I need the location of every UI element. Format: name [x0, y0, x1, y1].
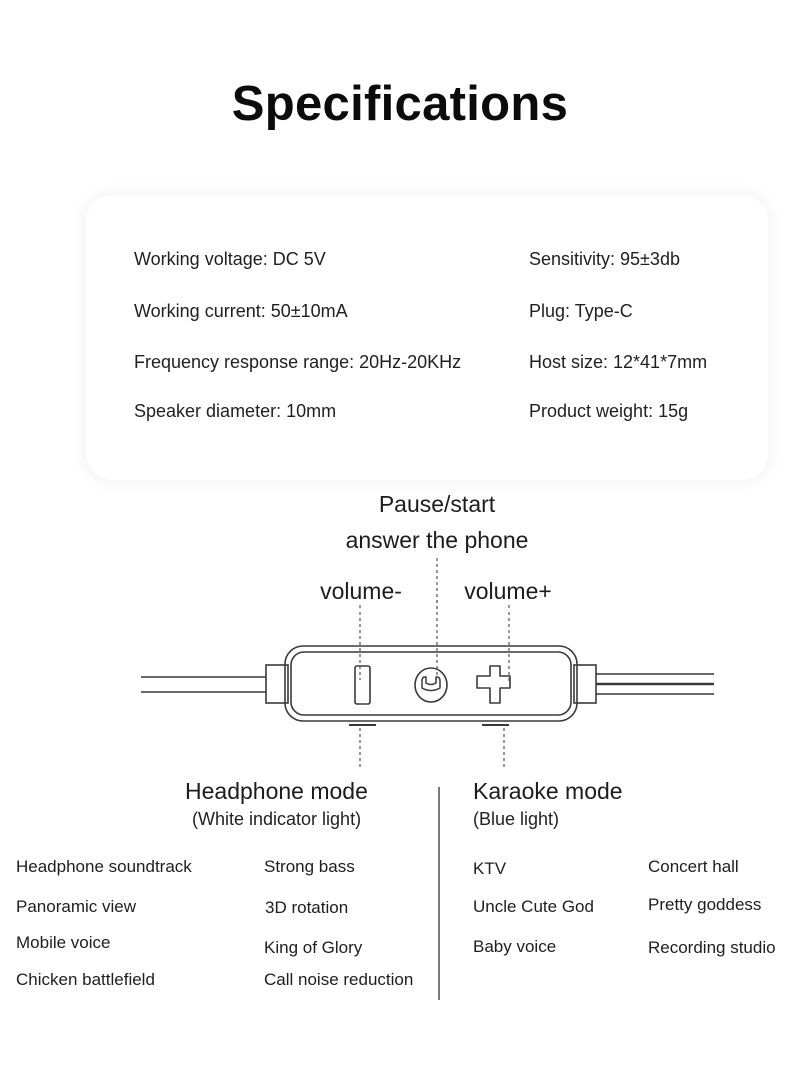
phone-handset-icon [414, 667, 448, 703]
karaoke-effect-item: KTV [473, 859, 507, 878]
upper-leader-lines [359, 558, 510, 610]
spec-host-size: Host size: 12*41*7mm [529, 352, 708, 372]
headphone-effect-item: King of Glory [264, 938, 363, 957]
pause-start-label: Pause/start [378, 491, 496, 517]
left-strain-relief [265, 664, 289, 704]
headphone-effect-item: Mobile voice [16, 933, 111, 952]
volume-down-bar-icon [354, 665, 371, 705]
volume-down-label: volume- [320, 578, 402, 604]
volume-up-label: volume+ [464, 578, 552, 604]
karaoke-effect-item: Uncle Cute God [473, 897, 594, 916]
remote-body-outer [284, 645, 578, 722]
karaoke-mode-subtitle: (Blue light) [473, 809, 560, 829]
headphone-effect-item: Strong bass [264, 857, 355, 876]
spec-working-voltage: Working voltage: DC 5V [134, 249, 326, 269]
spec-product-weight: Product weight: 15g [529, 401, 689, 421]
headphone-effect-item: Panoramic view [16, 897, 136, 916]
spec-working-current: Working current: 50±10mA [134, 301, 348, 321]
headphone-effect-item: 3D rotation [265, 898, 349, 917]
karaoke-effect-item: Recording studio [648, 938, 776, 957]
inline-remote-diagram [141, 600, 714, 770]
specifications-card [86, 195, 768, 480]
karaoke-mode-title: Karaoke mode [473, 778, 623, 804]
spec-plug: Plug: Type-C [529, 301, 633, 321]
plus-cross-icon [476, 665, 511, 704]
karaoke-effect-item: Pretty goddess [648, 895, 762, 914]
headphone-mode-subtitle: (White indicator light) [192, 809, 362, 829]
mode-divider [438, 787, 440, 1000]
karaoke-effect-item: Concert hall [648, 857, 739, 876]
headphone-mode-title: Headphone mode [185, 778, 368, 804]
headphone-effect-item: Call noise reduction [264, 970, 414, 989]
spec-speaker-diameter: Speaker diameter: 10mm [134, 401, 337, 421]
answer-phone-label: answer the phone [345, 527, 529, 553]
headphone-effect-item: Chicken battlefield [16, 970, 155, 989]
remote-body-inner [290, 651, 572, 716]
karaoke-effect-item: Baby voice [473, 937, 557, 956]
page-title: Specifications [231, 77, 569, 131]
spec-sensitivity: Sensitivity: 95±3db [529, 249, 680, 269]
spec-frequency-response: Frequency response range: 20Hz-20KHz [134, 352, 462, 372]
headphone-effect-item: Headphone soundtrack [16, 857, 192, 876]
